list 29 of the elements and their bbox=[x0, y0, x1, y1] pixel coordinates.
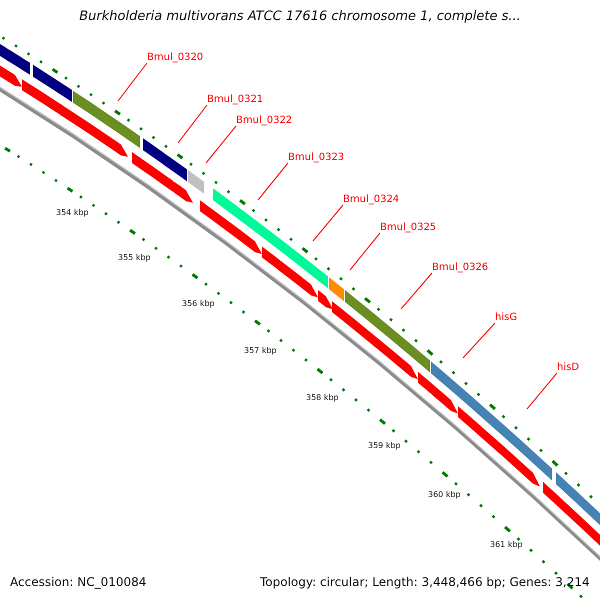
footer-text: Accession: NC_010084 bbox=[10, 575, 146, 590]
tick-label: 359 kbp bbox=[368, 441, 401, 451]
gene-label: hisG bbox=[495, 312, 518, 324]
tick-label: 354 kbp bbox=[56, 208, 89, 218]
leader-line bbox=[526, 372, 558, 410]
gene-label: Bmul_0326 bbox=[432, 262, 488, 274]
tick-label: 356 kbp bbox=[182, 299, 215, 309]
gene-label: Bmul_0322 bbox=[236, 115, 292, 127]
map-title: Burkholderia multivorans ATCC 17616 chromosome 1, complete s... bbox=[78, 9, 522, 24]
gene-label: Bmul_0325 bbox=[380, 222, 436, 234]
leader-line bbox=[206, 126, 236, 164]
gene-label: Bmul_0324 bbox=[343, 194, 400, 206]
gene-label: Bmul_0321 bbox=[207, 94, 264, 106]
footer-text: Topology: circular; Length: 3,448,466 bp; Genes: 3,214 bbox=[260, 575, 590, 590]
tick-label: 357 kbp bbox=[244, 346, 277, 356]
gene-label: Bmul_0323 bbox=[288, 152, 344, 164]
leader-line bbox=[312, 204, 344, 242]
tick-label: 355 kbp bbox=[118, 253, 151, 263]
tick-label: 360 kbp bbox=[428, 490, 461, 500]
leader-line bbox=[462, 322, 496, 358]
gene-label: hisD bbox=[557, 362, 580, 374]
leader-line bbox=[178, 104, 208, 144]
gene-label: Bmul_0320 bbox=[147, 52, 204, 64]
leader-line bbox=[400, 272, 432, 310]
leader-line bbox=[118, 62, 148, 102]
tick-label: 361 kbp bbox=[490, 540, 523, 550]
leader-line bbox=[258, 162, 288, 200]
tick-label: 358 kbp bbox=[306, 393, 339, 403]
leader-line bbox=[350, 232, 380, 270]
